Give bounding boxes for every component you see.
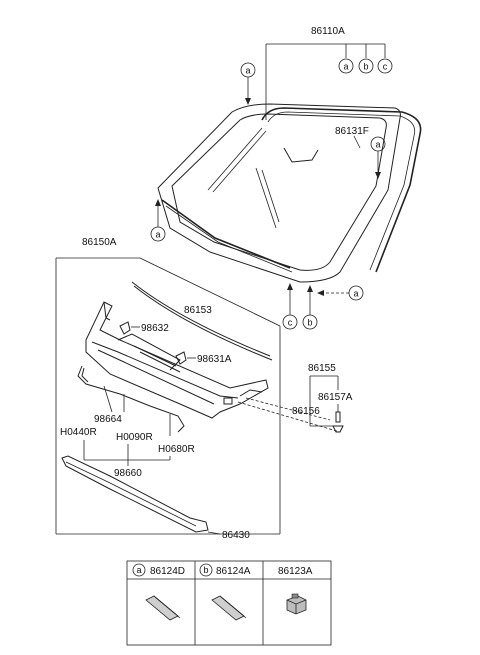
label-86110A: 86110A — [311, 26, 345, 37]
label-H0440R: H0440R — [60, 427, 97, 438]
label-86150A: 86150A — [82, 237, 117, 248]
svg-text:a: a — [375, 140, 380, 150]
label-H0090R: H0090R — [116, 432, 153, 443]
svg-text:a: a — [155, 230, 160, 240]
bottom-seal: 86430 — [61, 455, 250, 541]
callout-a-right: a — [370, 136, 386, 179]
pad-86124D-icon — [145, 595, 181, 621]
label-98660: 98660 — [114, 468, 142, 479]
clip-98632: 98632 — [119, 321, 169, 335]
callout-c-bottom: c — [282, 283, 298, 330]
label-86155: 86155 — [308, 363, 336, 374]
callout-a-upper-left: a — [240, 62, 256, 105]
hose-assy-bracket — [83, 440, 171, 466]
label-98632: 98632 — [141, 323, 169, 334]
label-98631A: 98631A — [197, 354, 232, 365]
legend-part-86124A: 86124A — [216, 566, 251, 577]
svg-text:a: a — [353, 289, 358, 299]
svg-text:c: c — [288, 318, 293, 328]
fastener-group: 86155 86157A 86156 — [292, 363, 353, 433]
callout-a-bottom-right: a — [317, 285, 364, 301]
legend-table: a 86124D b 86124A 86123A — [126, 560, 332, 646]
svg-text:b: b — [363, 62, 368, 72]
legend-letter-a: a — [136, 565, 141, 575]
cowl-panel — [85, 301, 269, 419]
windshield-callout-bracket: 86110A — [265, 26, 386, 120]
windshield-glass — [157, 103, 401, 283]
cowl-seal: 86153 — [131, 281, 273, 361]
windshield-moulding: 86131F — [261, 107, 422, 273]
callout-b-top: b — [358, 58, 374, 74]
svg-text:b: b — [307, 318, 312, 328]
label-86156: 86156 — [292, 406, 320, 417]
cowl-group-frame: 86150A — [55, 237, 281, 535]
callout-a-left: a — [150, 199, 166, 242]
legend-part-86123A: 86123A — [278, 566, 313, 577]
label-H0680R: H0680R — [158, 444, 195, 455]
clip-98631A: 98631A — [175, 351, 232, 365]
svg-text:c: c — [383, 62, 388, 72]
label-86131F: 86131F — [335, 126, 369, 137]
svg-text:a: a — [245, 66, 250, 76]
callout-a-top: a — [338, 58, 354, 74]
callout-b-bottom: b — [302, 285, 318, 330]
legend-letter-b: b — [203, 565, 208, 575]
label-98664: 98664 — [94, 414, 122, 425]
legend-part-86124D: 86124D — [150, 566, 185, 577]
svg-text:a: a — [343, 62, 348, 72]
washer-hose — [77, 365, 185, 436]
label-86157A: 86157A — [318, 392, 353, 403]
label-86430: 86430 — [222, 530, 250, 541]
pad-86124A-icon — [211, 595, 247, 621]
clip-86123A-icon — [286, 593, 307, 615]
label-86153: 86153 — [184, 305, 212, 316]
callout-c-top: c — [377, 58, 393, 74]
